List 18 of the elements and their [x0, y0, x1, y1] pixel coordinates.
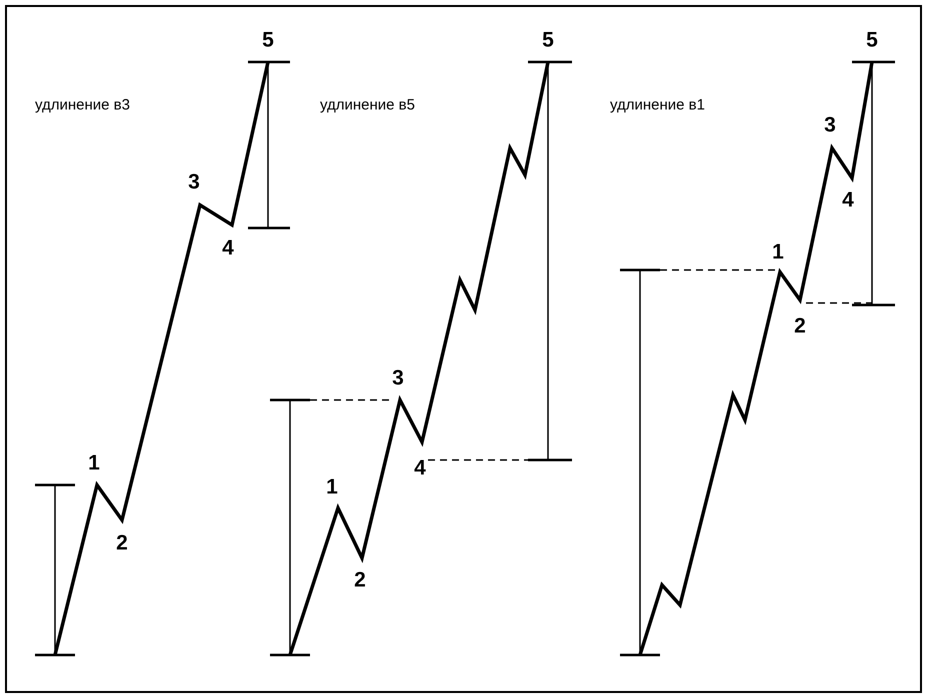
annotation-text: удлинение в1 [610, 98, 705, 112]
wave-number: 5 [262, 30, 274, 50]
wave-number: 5 [866, 30, 878, 50]
annotation-text: удлинение в3 [35, 98, 130, 112]
wave-number: 4 [414, 458, 426, 478]
wave-number: 3 [824, 114, 836, 136]
wave-number: 1 [772, 242, 784, 262]
wave-number: 3 [188, 172, 200, 192]
wave-number: 5 [542, 30, 554, 50]
annotation-text: удлинение в5 [320, 98, 415, 112]
wave-number: 2 [794, 316, 806, 336]
wave-number: 1 [326, 476, 338, 498]
wave-number: 4 [222, 238, 234, 258]
wave-number: 2 [116, 532, 128, 554]
wave-number: 3 [392, 368, 404, 388]
wave-number: 4 [842, 190, 854, 210]
wave-number: 2 [354, 570, 366, 590]
wave-number: 1 [88, 452, 100, 474]
